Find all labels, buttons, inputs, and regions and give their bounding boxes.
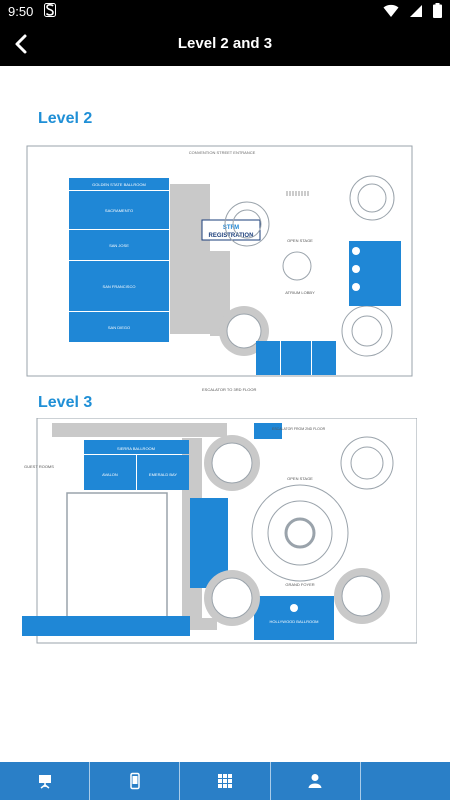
nav-tab-more[interactable] xyxy=(359,762,450,800)
svg-text:SAN JOSE: SAN JOSE xyxy=(109,243,129,248)
svg-text:STFM: STFM xyxy=(223,225,239,231)
nav-tab-profile[interactable] xyxy=(269,762,360,800)
room-sierra-ballroom[interactable] xyxy=(84,440,189,454)
nav-tab-mobile[interactable] xyxy=(89,762,179,800)
room-level2-south-b[interactable] xyxy=(281,341,311,375)
svg-text:OPEN STAGE: OPEN STAGE xyxy=(287,476,313,481)
room-san-jose[interactable] xyxy=(69,230,169,260)
nav-tab-presentations[interactable] xyxy=(0,762,89,800)
level-2-map[interactable]: CONVENTION STREET ENTRANCE GOLDEN STATE … xyxy=(22,136,417,406)
grid-icon xyxy=(218,774,232,788)
room-golden-state-ballroom[interactable] xyxy=(69,178,169,190)
room-hollywood-ballroom[interactable] xyxy=(254,596,334,640)
wifi-icon xyxy=(383,4,399,21)
room-san-diego[interactable] xyxy=(69,312,169,342)
room-sacramento[interactable] xyxy=(69,191,169,229)
street-label: CONVENTION STREET ENTRANCE xyxy=(189,150,256,155)
room-emerald-bay[interactable] xyxy=(137,455,189,490)
page-title: Level 2 and 3 xyxy=(177,35,273,52)
back-button[interactable] xyxy=(8,30,36,58)
signal-icon xyxy=(409,4,423,21)
floor-map[interactable]: Level 2 CONVENTION STREET ENTRANCE GOLDE… xyxy=(0,66,450,762)
battery-icon xyxy=(433,3,442,21)
person-icon xyxy=(308,774,322,788)
svg-text:SIERRA BALLROOM: SIERRA BALLROOM xyxy=(117,446,155,451)
svg-text:SACRAMENTO: SACRAMENTO xyxy=(105,208,133,213)
level-3-map[interactable]: SIERRA BALLROOM AVALON EMERALD BAY HOLLY… xyxy=(22,418,417,648)
svg-text:GOLDEN STATE BALLROOM: GOLDEN STATE BALLROOM xyxy=(92,182,146,187)
svg-text:ESCALATOR FROM 2ND FLOOR: ESCALATOR FROM 2ND FLOOR xyxy=(272,427,326,431)
svg-text:GRAND FOYER: GRAND FOYER xyxy=(285,582,314,587)
room-level2-south-c[interactable] xyxy=(312,341,336,375)
level-3-title: Level 3 xyxy=(38,394,93,411)
mobile-icon xyxy=(130,772,140,790)
svg-text:REGISTRATION: REGISTRATION xyxy=(209,233,254,239)
room-san-francisco[interactable] xyxy=(69,261,169,311)
svg-text:AVALON: AVALON xyxy=(102,472,118,477)
svg-text:HOLLYWOOD BALLROOM: HOLLYWOOD BALLROOM xyxy=(269,619,318,624)
app-bar: Level 2 and 3 xyxy=(0,24,450,66)
room-san-francisco-ballroom[interactable] xyxy=(22,616,190,636)
room-level2-south-a[interactable] xyxy=(256,341,280,375)
presentation-icon xyxy=(38,775,51,789)
svg-text:EMERALD BAY: EMERALD BAY xyxy=(149,472,177,477)
svg-text:ESCALATOR TO 3RD FLOOR: ESCALATOR TO 3RD FLOOR xyxy=(202,387,256,392)
room-catalina[interactable] xyxy=(254,423,282,439)
status-time: 9:50 xyxy=(8,4,34,19)
status-bar: 9:50 xyxy=(0,0,450,24)
svg-text:ATRIUM LOBBY: ATRIUM LOBBY xyxy=(285,290,315,295)
bottom-nav xyxy=(0,762,450,800)
level-2-title: Level 2 xyxy=(38,110,93,127)
room-avalon[interactable] xyxy=(84,455,136,490)
nav-tab-grid[interactable] xyxy=(179,762,269,800)
arrow-back-icon xyxy=(15,34,27,54)
app-s-icon xyxy=(44,3,56,20)
svg-text:OPEN STAGE: OPEN STAGE xyxy=(287,238,313,243)
svg-text:SAN DIEGO: SAN DIEGO xyxy=(108,325,130,330)
svg-text:SAN FRANCISCO: SAN FRANCISCO xyxy=(103,284,136,289)
svg-text:GUEST ROOMS: GUEST ROOMS xyxy=(24,464,54,469)
